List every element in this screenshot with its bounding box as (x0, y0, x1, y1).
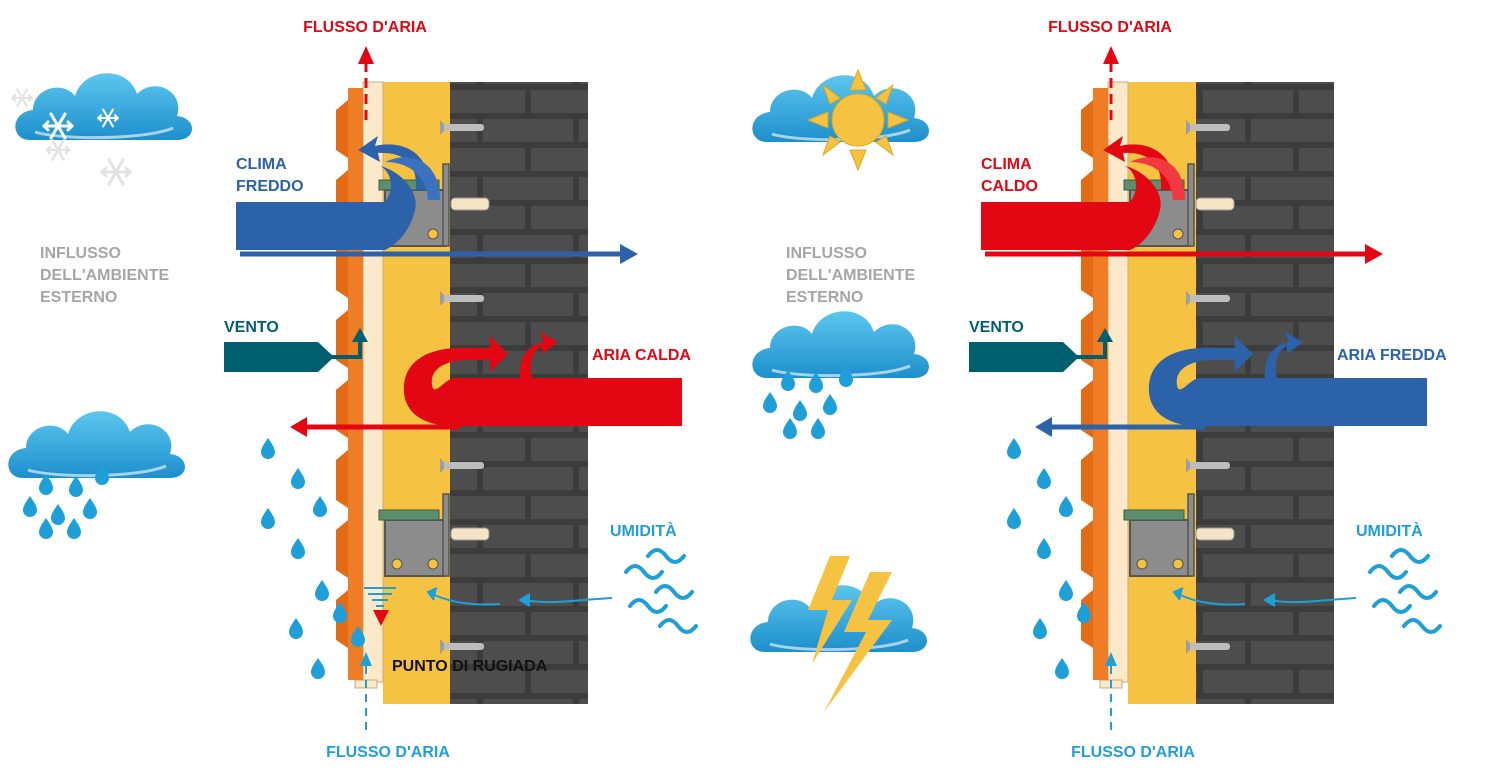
cold-climate-arrow (236, 136, 638, 264)
airflow-out-arrow (358, 46, 374, 120)
climate-label-line2: FREDDO (236, 178, 304, 195)
dew-point-label: PUNTO DI RUGIADA (392, 658, 548, 675)
right-air-gap (1107, 81, 1129, 683)
right-panel: FLUSSO D'ARIA CLIMA CALDO VENTO ARIA FRE… (969, 19, 1447, 761)
right-influence-label-line3: ESTERNO (786, 289, 863, 306)
influence-label-line3: ESTERNO (40, 289, 117, 306)
right-airflow-in-arrow (1105, 652, 1117, 730)
hot-climate-arrow (981, 136, 1383, 264)
lightning-cloud-icon (748, 556, 929, 712)
bottom-airflow-label: FLUSSO D'ARIA (326, 744, 450, 761)
cold-air-arrow (1035, 332, 1427, 437)
right-raindrop-icon (1007, 438, 1091, 679)
right-bottom-airflow-label: FLUSSO D'ARIA (1071, 744, 1195, 761)
right-moisture-arrows (1172, 587, 1357, 607)
facade-cladding (336, 88, 363, 680)
right-wind-arrow (969, 328, 1113, 372)
dew-point-marker (364, 587, 396, 626)
right-humidity-waves-icon (1368, 548, 1442, 634)
right-climate-label-line2: CALDO (981, 178, 1038, 195)
inner-air-label: ARIA CALDA (592, 347, 691, 364)
warm-air-arrow (290, 332, 682, 437)
right-climate-label-line1: CLIMA (981, 156, 1032, 173)
right-wind-label: VENTO (969, 319, 1024, 336)
airflow-in-arrow (360, 652, 372, 730)
right-facade-cladding (1081, 88, 1108, 680)
rain-cloud-icon-2 (750, 309, 931, 439)
influence-label-line2: DELL'AMBIENTE (40, 267, 169, 284)
sun-cloud-icon (750, 68, 931, 172)
right-humidity-label: UMIDITÀ (1356, 521, 1423, 540)
influence-label-line1: INFLUSSO (40, 245, 121, 262)
wind-arrow (224, 328, 368, 372)
top-airflow-label: FLUSSO D'ARIA (303, 19, 427, 36)
snow-cloud-icon (11, 71, 194, 186)
right-influence-label-line2: DELL'AMBIENTE (786, 267, 915, 284)
climate-label-line1: CLIMA (236, 156, 287, 173)
humidity-waves-icon (624, 548, 698, 634)
left-panel: FLUSSO D'ARIA CLIMA FREDDO INFLUSSO DELL… (6, 19, 698, 761)
right-top-airflow-label: FLUSSO D'ARIA (1048, 19, 1172, 36)
air-gap (362, 81, 384, 683)
right-airflow-out-arrow (1103, 46, 1119, 120)
moisture-arrows (426, 587, 613, 607)
rain-cloud-icon (6, 409, 187, 539)
humidity-label: UMIDITÀ (610, 521, 677, 540)
right-inner-air-label: ARIA FREDDA (1337, 347, 1447, 364)
right-influence-label-line1: INFLUSSO (786, 245, 867, 262)
wind-label: VENTO (224, 319, 279, 336)
